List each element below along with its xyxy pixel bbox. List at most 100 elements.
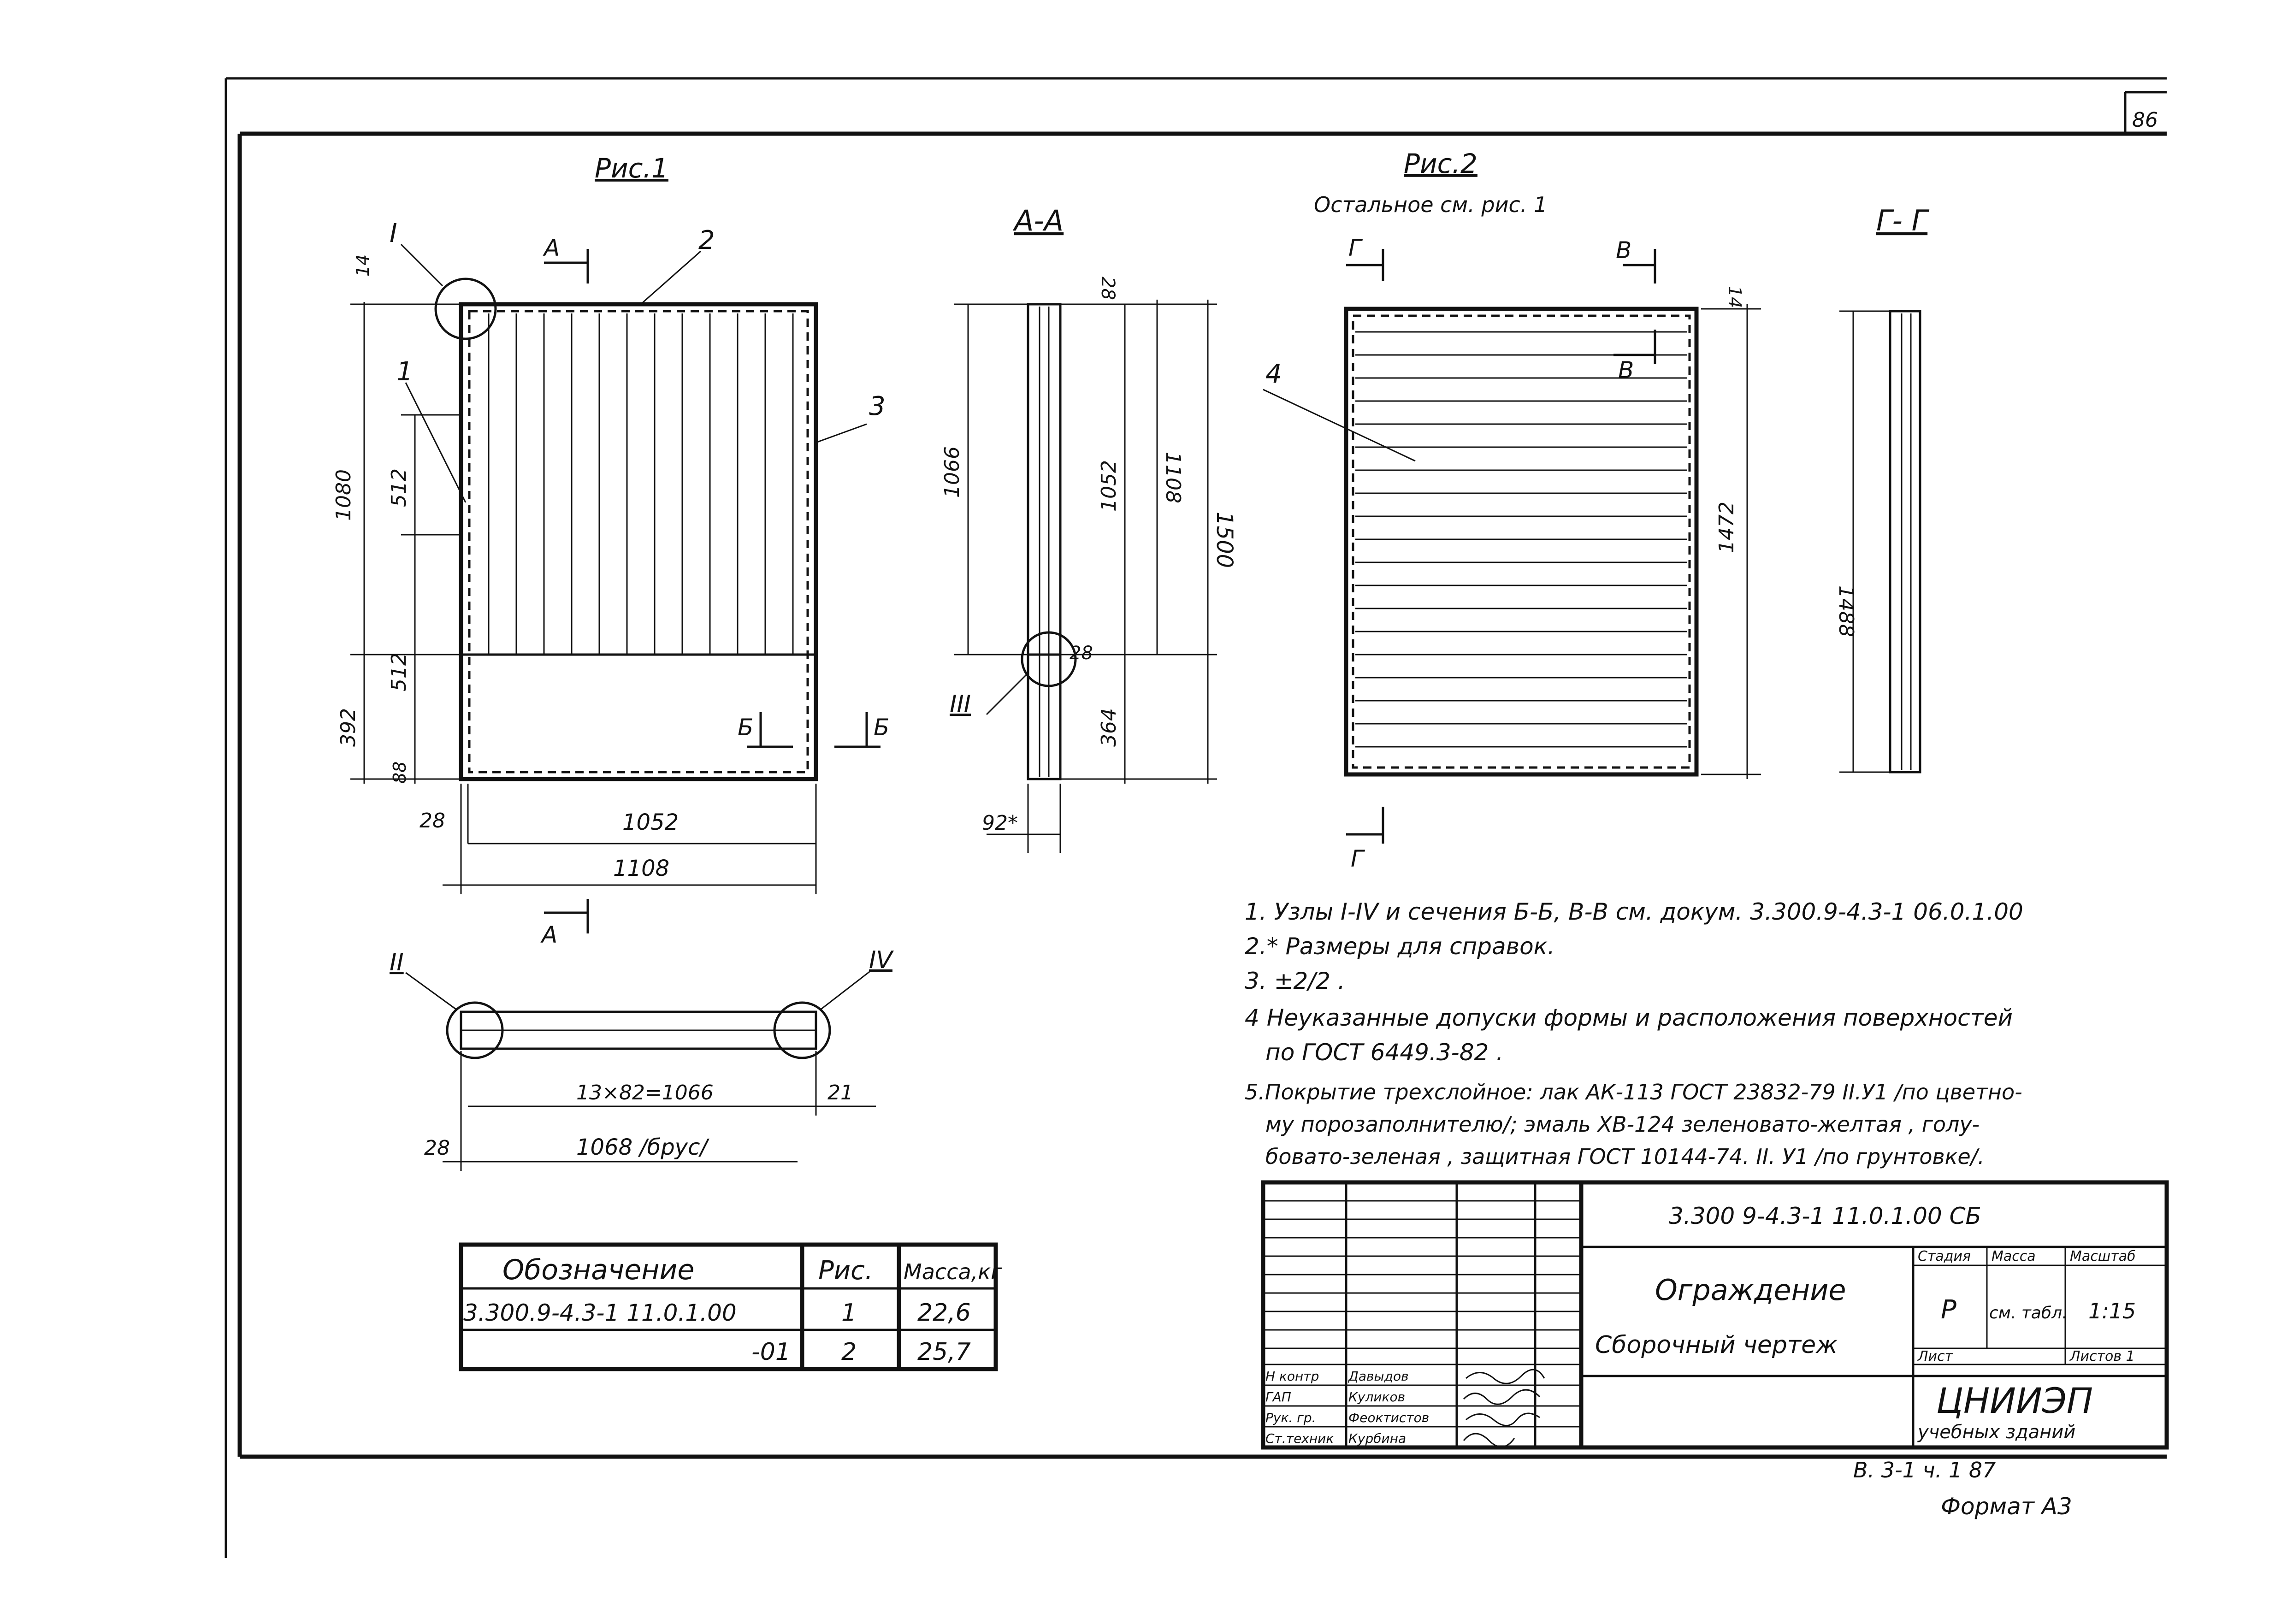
section-aa-title: А-А: [1012, 204, 1064, 237]
section-aa-dim-1052: 1052: [1097, 460, 1121, 512]
title-sheets-label: Листов 1: [2069, 1348, 2135, 1364]
section-aa-callout-iii: III: [950, 691, 971, 718]
section-aa-dim-28a: 28: [1097, 277, 1118, 300]
plan-node-iv-circle: [773, 1001, 831, 1059]
section-aa-dim-1066: 1066: [940, 446, 964, 498]
title-scale: 1:15: [2088, 1299, 2136, 1323]
title-sheet-label: Лист: [1917, 1348, 1954, 1364]
signer-role-1: Н контр: [1265, 1369, 1319, 1384]
section-aa-profile: [1027, 303, 1062, 780]
plan-dim-28: 28: [424, 1136, 450, 1160]
fig1-dim-1052: 1052: [622, 809, 679, 835]
spec-row1-mass: 22,6: [917, 1299, 971, 1327]
notes: 1. Узлы I-IV и сечения Б-Б, В-В см. доку…: [1245, 898, 2023, 1169]
fig2-dim-1472: 1472: [1715, 502, 1738, 553]
format-label: Формат А3: [1941, 1493, 2072, 1520]
title-mass: см. табл.: [1989, 1304, 2068, 1323]
spec-header-mass: Масса,кг: [904, 1259, 1002, 1284]
fig1-section-b-right: Б: [874, 714, 889, 741]
fig2-boards: [1355, 331, 1687, 748]
title-org-2: учебных зданий: [1917, 1422, 2075, 1443]
note-5-cont2: бовато-зеленая , защитная ГОСТ 10144-74.…: [1265, 1144, 1985, 1169]
section-aa-dim-364: 364: [1097, 708, 1121, 747]
title-name-2: Сборочный чертеж: [1595, 1331, 1838, 1359]
fig1-title: Рис.1: [595, 153, 668, 184]
fig2-panel-outline: [1344, 307, 1699, 777]
fig1-dim-14: 14: [353, 254, 373, 277]
note-2: 2.* Размеры для справок.: [1245, 933, 1555, 960]
section-aa: А-А III 28 1066 1052 1108 1500 28 364 92…: [940, 204, 1237, 853]
note-4-cont: по ГОСТ 6449.3-82 .: [1265, 1039, 1503, 1066]
fig1-panel-inner: [468, 310, 809, 774]
fig1-slats: [488, 313, 794, 655]
fig1-callout-2: 2: [698, 225, 715, 255]
spec-row2-designation: -01: [751, 1338, 791, 1366]
page-number: 86: [2132, 108, 2158, 132]
note-1: 1. Узлы I-IV и сечения Б-Б, В-В см. доку…: [1245, 898, 2023, 925]
sheet-frame: [225, 77, 2167, 1558]
title-code: 3.300 9-4.3-1 11.0.1.00 СБ: [1669, 1203, 1981, 1229]
fig2-section-g-top: Г: [1348, 235, 1363, 261]
title-scale-header: Масштаб: [2070, 1248, 2136, 1264]
fig1-dim-28: 28: [420, 809, 445, 833]
section-aa-dim-lines: [954, 300, 1217, 853]
fig1-panel-outline: [459, 302, 818, 781]
fig1-node-i-circle: [434, 278, 497, 340]
section-aa-dim-28b: 28: [1070, 643, 1093, 664]
bottom-ref: В. 3-1 ч. 1 87: [1853, 1458, 1996, 1482]
note-5-cont1: му порозаполнителю/; эмаль ХВ-124 зелено…: [1265, 1112, 1980, 1137]
fig2-title: Рис.2: [1404, 148, 1477, 179]
plan-view: II IV 13×82=1066 21 28 1068 /брус/: [390, 946, 894, 1171]
section-gg-title: Г- Г: [1876, 204, 1930, 237]
fig1-section-a-top: А: [543, 235, 560, 261]
title-mass-header: Масса: [1992, 1248, 2036, 1264]
title-org-1: ЦНИИЭП: [1936, 1380, 2093, 1421]
section-gg: Г- Г 1488: [1834, 204, 1930, 774]
spec-row2-mass: 25,7: [917, 1338, 971, 1366]
plan-callout-ii: II: [390, 949, 404, 976]
signatures: [1463, 1369, 1545, 1448]
title-name-1: Ограждение: [1655, 1273, 1846, 1307]
plan-dim-1068: 1068 /брус/: [576, 1134, 709, 1160]
section-aa-dim-1108: 1108: [1161, 452, 1185, 503]
fig1-dim-392: 392: [337, 708, 360, 747]
title-block: 3.300 9-4.3-1 11.0.1.00 СБ Ограждение Сб…: [1261, 1180, 2169, 1450]
signer-role-3: Рук. гр.: [1265, 1410, 1316, 1425]
note-4: 4 Неуказанные допуски формы и расположен…: [1245, 1004, 2013, 1031]
fig1-dim-1108: 1108: [613, 856, 669, 881]
plan-dim-1066: 13×82=1066: [576, 1081, 714, 1104]
spec-row1-fig: 1: [841, 1299, 857, 1327]
fig1: Рис.1 I 2 1 3 А: [332, 153, 889, 948]
fig1-callout-1: 1: [396, 357, 413, 387]
plan-node-ii-circle: [446, 1001, 504, 1059]
fig1-dim-1080: 1080: [332, 469, 355, 521]
section-aa-node-iii-circle: [1021, 631, 1077, 687]
fig2-section-v-mid: В: [1618, 357, 1634, 384]
section-aa-dim-1500: 1500: [1212, 512, 1237, 568]
section-gg-dim-1488: 1488: [1834, 585, 1858, 637]
plan-dim-21: 21: [827, 1081, 853, 1104]
fig1-dim-88: 88: [390, 762, 410, 784]
fig1-callout-3: 3: [869, 391, 886, 421]
fig1-section-a-bottom: А: [540, 921, 557, 948]
fig1-callout-i: I: [390, 219, 397, 248]
section-gg-profile: [1889, 310, 1921, 774]
plan-callout-iv: IV: [869, 946, 894, 974]
fig2-callout-4: 4: [1265, 359, 1282, 389]
fig1-dim-512b: 512: [387, 653, 411, 691]
note-5: 5.Покрытие трехслойное: лак АК-113 ГОСТ …: [1245, 1080, 2022, 1104]
signer-name-2: Куликов: [1348, 1389, 1405, 1405]
fig1-dim-512a: 512: [387, 468, 411, 507]
fig2-section-v-top: В: [1616, 237, 1631, 264]
signer-role-2: ГАП: [1265, 1389, 1291, 1405]
signer-role-4: Ст.техник: [1265, 1431, 1334, 1446]
spec-row2-fig: 2: [841, 1338, 857, 1366]
spec-header-fig: Рис.: [818, 1256, 873, 1286]
spec-header-designation: Обозначение: [502, 1254, 694, 1286]
title-stage: Р: [1941, 1295, 1956, 1325]
fig1-dim-lines: [350, 302, 817, 894]
fig2-panel-inner: [1352, 314, 1691, 769]
signer-name-3: Феоктистов: [1348, 1410, 1429, 1425]
fig1-section-b-left: Б: [738, 714, 753, 741]
